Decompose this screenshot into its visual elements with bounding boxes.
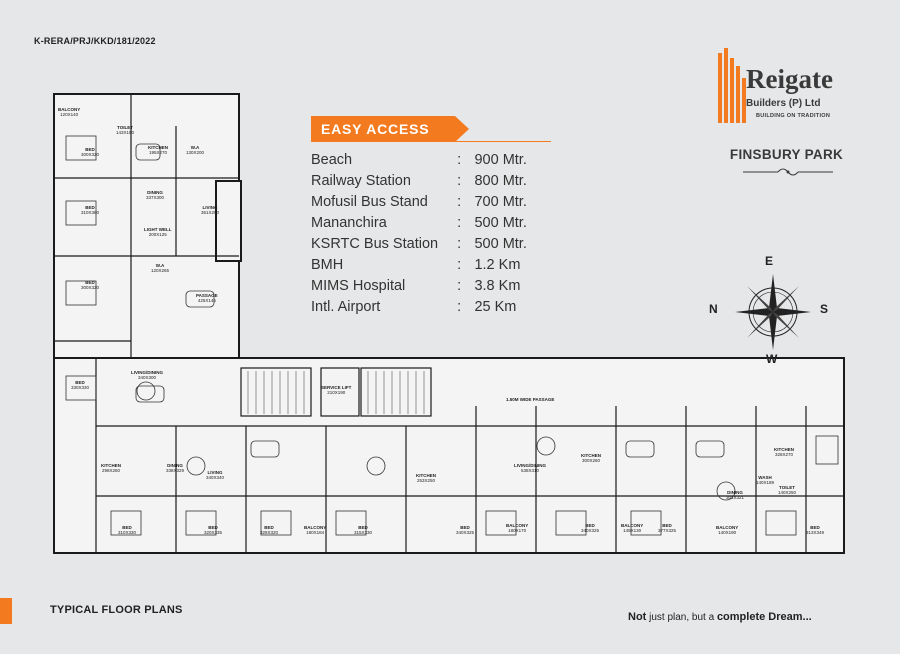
place-name: KSRTC Bus Station	[311, 236, 439, 252]
distance-value: 700 Mtr.	[474, 194, 527, 210]
easy-access-panel: EASY ACCESS Beach:900 Mtr. Railway Stati…	[311, 116, 561, 318]
distance-value: 900 Mtr.	[474, 152, 527, 168]
place-name: Mofusil Bus Stand	[311, 194, 428, 210]
place-name: MIMS Hospital	[311, 278, 406, 294]
tagline-emphasis: Not	[628, 611, 647, 623]
distance-row: Beach:900 Mtr.	[311, 150, 561, 171]
compass-north: N	[709, 302, 718, 316]
compass-west: W	[766, 352, 778, 366]
ornament-icon	[743, 168, 833, 176]
distance-value: 500 Mtr.	[474, 215, 527, 231]
distance-value: 25 Km	[474, 299, 517, 315]
distance-row: KSRTC Bus Station:500 Mtr.	[311, 234, 561, 255]
place-name: Beach	[311, 152, 353, 168]
separator: :	[457, 173, 462, 189]
divider	[311, 141, 551, 142]
distance-row: Intl. Airport:25 Km	[311, 297, 561, 318]
section-label: TYPICAL FLOOR PLANS	[50, 604, 183, 616]
distance-list: Beach:900 Mtr. Railway Station:800 Mtr. …	[311, 150, 561, 318]
separator: :	[457, 257, 462, 273]
distance-value: 500 Mtr.	[474, 236, 527, 252]
footer-tagline: Not just plan, but a complete Dream...	[628, 611, 812, 623]
separator: :	[457, 278, 462, 294]
compass: E N S W	[703, 254, 833, 369]
distance-value: 1.2 Km	[474, 257, 521, 273]
compass-east: E	[765, 254, 774, 268]
building-bars-icon	[718, 48, 746, 123]
compass-south: S	[820, 302, 829, 316]
floor-plan-drawing	[53, 93, 845, 554]
distance-row: Mofusil Bus Stand:700 Mtr.	[311, 192, 561, 213]
separator: :	[457, 299, 462, 315]
brand-name: Reigate	[746, 64, 833, 94]
distance-row: MIMS Hospital:3.8 Km	[311, 276, 561, 297]
place-name: Mananchira	[311, 215, 387, 231]
footer-accent-bar	[0, 598, 12, 624]
tagline-emphasis: complete Dream...	[716, 611, 812, 623]
brand-logo: Reigate Builders (P) Ltd BUILDING ON TRA…	[714, 44, 854, 184]
easy-access-title: EASY ACCESS	[311, 116, 470, 142]
brand-subtitle: Builders (P) Ltd	[746, 98, 821, 109]
separator: :	[457, 215, 462, 231]
project-name: FINSBURY PARK	[729, 147, 844, 162]
distance-value: 800 Mtr.	[474, 173, 527, 189]
distance-row: Railway Station:800 Mtr.	[311, 171, 561, 192]
compass-rose-icon	[735, 274, 811, 350]
place-name: Intl. Airport	[311, 299, 381, 315]
place-name: BMH	[311, 257, 344, 273]
separator: :	[457, 152, 462, 168]
place-name: Railway Station	[311, 173, 411, 189]
distance-row: Mananchira:500 Mtr.	[311, 213, 561, 234]
room-label: 1.50M WIDE PASSAGE	[506, 397, 555, 402]
distance-row: BMH:1.2 Km	[311, 255, 561, 276]
separator: :	[457, 236, 462, 252]
distance-value: 3.8 Km	[474, 278, 521, 294]
separator: :	[457, 194, 462, 210]
brand-tagline: BUILDING ON TRADITION	[756, 113, 831, 119]
tagline-text: just plan, but a	[646, 612, 717, 623]
rera-number: K-RERA/PRJ/KKD/181/2022	[34, 36, 156, 46]
